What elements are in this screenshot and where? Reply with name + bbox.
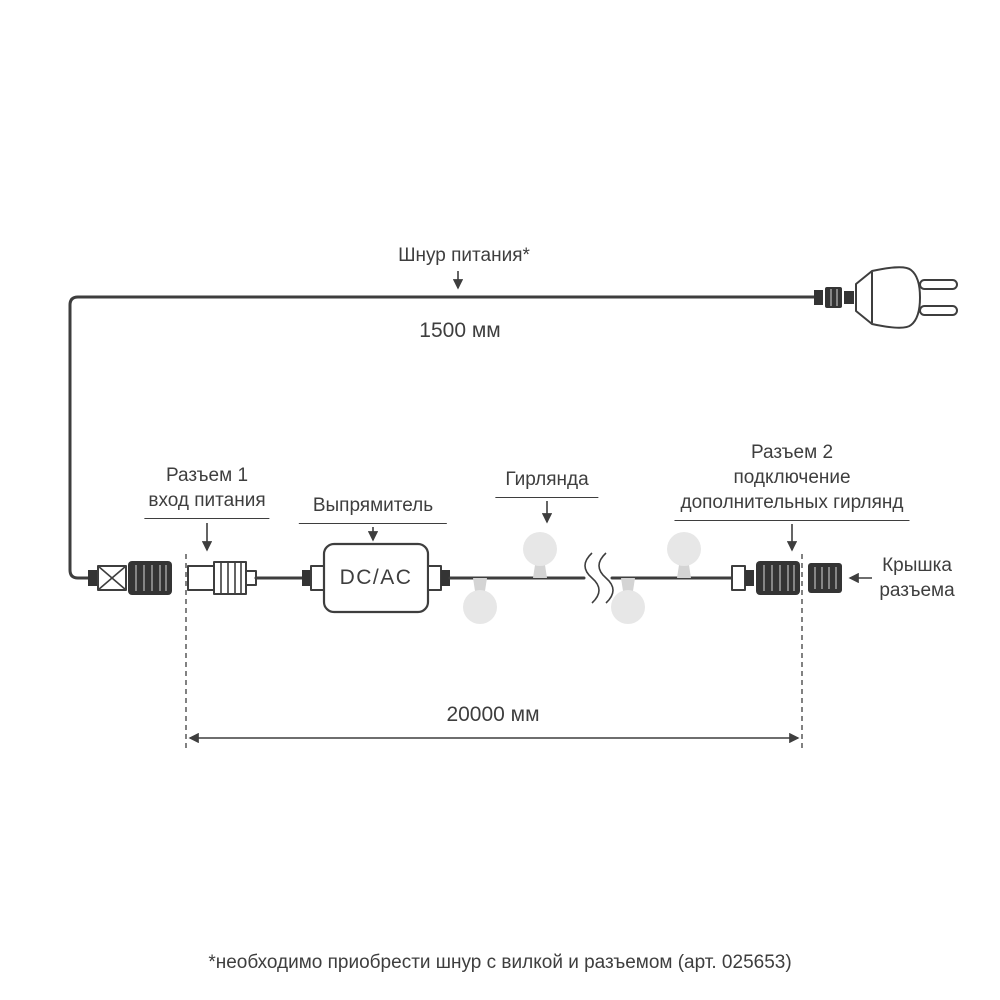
connector2-label-line2: подключение xyxy=(733,467,851,488)
rectifier-label: Выпрямитель xyxy=(298,493,448,524)
dimension-20000 xyxy=(185,554,803,748)
connector2-label: Разъем 2 подключение дополнительных гирл… xyxy=(674,440,910,521)
plug-body xyxy=(855,266,921,329)
break-mark xyxy=(584,552,614,604)
connector1-label: Разъем 1 вход питания xyxy=(144,463,270,519)
pointer-arrows xyxy=(201,271,872,584)
connector2-label-line3: дополнительных гирлянд xyxy=(680,492,904,513)
inline-connector xyxy=(310,565,325,591)
footnote: *необходимо приобрести шнур с вилкой и р… xyxy=(208,952,792,973)
inline-connector xyxy=(427,565,442,591)
cord-grip xyxy=(814,290,823,305)
garland-label: Гирлянда xyxy=(495,467,599,498)
connector-cap xyxy=(808,563,842,593)
connector1-label-line1: Разъем 1 xyxy=(165,465,249,486)
power-cord-label: Шнур питания* xyxy=(398,245,530,266)
connector-1 xyxy=(88,561,172,595)
cap-label: Крышка разъема xyxy=(879,553,954,603)
plug-pin xyxy=(919,279,958,290)
cord-grip xyxy=(844,291,854,304)
power-cord xyxy=(68,295,818,580)
cord-length-label: 1500 мм xyxy=(419,319,501,342)
connector1-label-line2: вход питания xyxy=(148,490,266,511)
bulb-down xyxy=(611,578,645,624)
dcac-label: DC/AC xyxy=(339,566,413,589)
inline-connector xyxy=(302,570,311,586)
power-plug xyxy=(814,266,958,329)
bulb-up xyxy=(523,532,557,578)
plug-pin xyxy=(919,305,958,316)
cap-label-line2: разъема xyxy=(879,580,955,601)
bulb-down xyxy=(463,578,497,624)
connector2-label-line1: Разъем 2 xyxy=(750,442,834,463)
cap-label-line1: Крышка xyxy=(882,555,952,576)
cord-grip xyxy=(825,287,842,308)
garland-input-connector xyxy=(187,561,257,595)
inline-connector xyxy=(441,570,450,586)
garland-length-label: 20000 мм xyxy=(446,703,540,726)
bulb-up xyxy=(667,532,701,578)
connector-2 xyxy=(731,561,800,595)
